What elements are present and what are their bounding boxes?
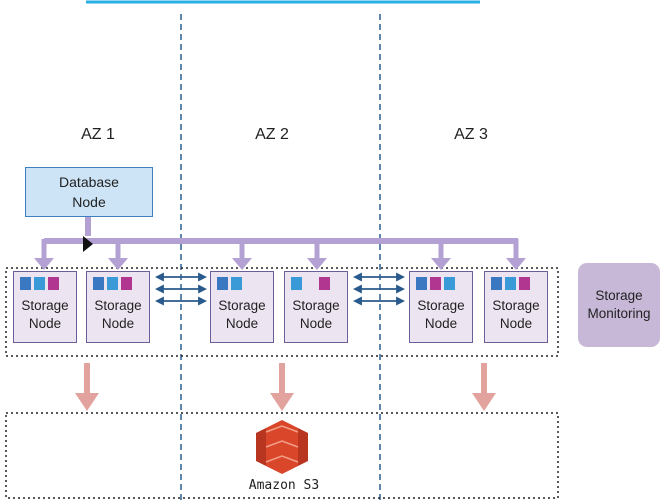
chip-row (291, 277, 330, 290)
storage-group-box (5, 267, 559, 357)
data-chip (107, 277, 118, 290)
chip-row (93, 277, 132, 290)
play-cursor-icon (83, 236, 93, 252)
storage-node-label: Storage Node (211, 297, 273, 333)
storage-node-line2: Node (499, 316, 533, 331)
storage-node-label: Storage Node (14, 297, 76, 333)
monitoring-line2: Monitoring (587, 306, 651, 321)
amazon-s3-icon (256, 420, 308, 474)
storage-node-line2: Node (225, 316, 259, 331)
data-chip (20, 277, 31, 290)
storage-node-line1: Storage (94, 298, 142, 313)
chip-row (416, 277, 455, 290)
data-chip (48, 277, 59, 290)
storage-node-2[interactable]: Storage Node (86, 271, 150, 343)
s3-group-box (5, 412, 559, 499)
storage-node-line1: Storage (292, 298, 340, 313)
storage-node-line2: Node (28, 316, 62, 331)
data-chip (121, 277, 132, 290)
chip-row (20, 277, 59, 290)
data-chip (93, 277, 104, 290)
data-chip (319, 277, 330, 290)
data-chip (291, 277, 302, 290)
data-chip (444, 277, 455, 290)
storage-node-1[interactable]: Storage Node (13, 271, 77, 343)
database-node-line1: Database (59, 174, 119, 190)
database-node-line2: Node (72, 194, 106, 210)
storage-node-label: Storage Node (285, 297, 347, 333)
backup-arrows (75, 363, 496, 411)
sync-arrows-az2-az3 (352, 272, 406, 306)
storage-node-line1: Storage (417, 298, 465, 313)
storage-node-4[interactable]: Storage Node (284, 271, 348, 343)
storage-node-line2: Node (299, 316, 333, 331)
storage-node-line2: Node (101, 316, 135, 331)
az-label-2: AZ 2 (255, 126, 289, 143)
amazon-s3-label: Amazon S3 (248, 478, 320, 493)
storage-node-line1: Storage (492, 298, 540, 313)
storage-node-3[interactable]: Storage Node (210, 271, 274, 343)
monitoring-line1: Storage (595, 288, 643, 303)
data-chip (231, 277, 242, 290)
chip-row (491, 277, 530, 290)
storage-node-6[interactable]: Storage Node (484, 271, 548, 343)
storage-node-line1: Storage (21, 298, 69, 313)
chip-row (217, 277, 242, 290)
storage-node-label: Storage Node (485, 297, 547, 333)
data-chip (416, 277, 427, 290)
az-label-1: AZ 1 (81, 126, 115, 143)
sync-arrows-az1-az2 (154, 272, 208, 306)
storage-node-5[interactable]: Storage Node (409, 271, 473, 343)
data-chip (34, 277, 45, 290)
database-node[interactable]: Database Node (25, 167, 153, 217)
data-chip (305, 277, 316, 290)
data-chip (491, 277, 502, 290)
storage-node-label: Storage Node (410, 297, 472, 333)
az-label-3: AZ 3 (454, 126, 488, 143)
storage-node-line2: Node (424, 316, 458, 331)
storage-node-label: Storage Node (87, 297, 149, 333)
storage-node-line1: Storage (218, 298, 266, 313)
replication-bus (34, 217, 526, 270)
data-chip (430, 277, 441, 290)
data-chip (505, 277, 516, 290)
data-chip (217, 277, 228, 290)
data-chip (519, 277, 530, 290)
storage-monitoring-box[interactable]: Storage Monitoring (578, 263, 660, 347)
